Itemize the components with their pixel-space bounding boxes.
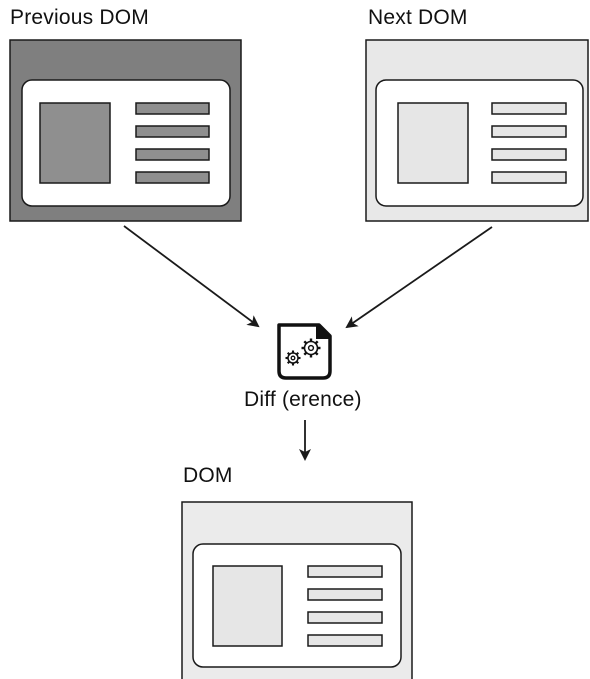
previous-dom-window xyxy=(9,39,242,222)
next-dom-line xyxy=(491,125,567,138)
result-dom-line xyxy=(307,588,383,601)
arrow-next-to-diff xyxy=(345,226,493,329)
previous-dom-label: Previous DOM xyxy=(10,6,149,29)
next-dom-line xyxy=(491,102,567,115)
previous-dom-line xyxy=(135,125,210,138)
arrow-previous-to-diff xyxy=(123,225,260,328)
result-dom-line xyxy=(307,565,383,578)
previous-dom-image-block xyxy=(39,102,111,184)
result-dom-window xyxy=(181,501,413,679)
result-dom-label: DOM xyxy=(183,464,233,487)
previous-dom-line xyxy=(135,102,210,115)
gears-document-icon xyxy=(277,323,332,380)
result-dom-line xyxy=(307,634,383,647)
previous-dom-line xyxy=(135,171,210,184)
next-dom-line xyxy=(491,148,567,161)
result-dom-image-block xyxy=(212,565,283,647)
result-dom-line xyxy=(307,611,383,624)
document-fold xyxy=(316,325,330,339)
previous-dom-line xyxy=(135,148,210,161)
gear-large-icon xyxy=(301,338,321,358)
gear-small-icon xyxy=(285,350,301,366)
next-dom-label: Next DOM xyxy=(368,6,468,29)
diff-label: Diff (erence) xyxy=(244,388,362,411)
next-dom-line xyxy=(491,171,567,184)
next-dom-image-block xyxy=(397,102,469,184)
next-dom-window xyxy=(365,39,589,222)
